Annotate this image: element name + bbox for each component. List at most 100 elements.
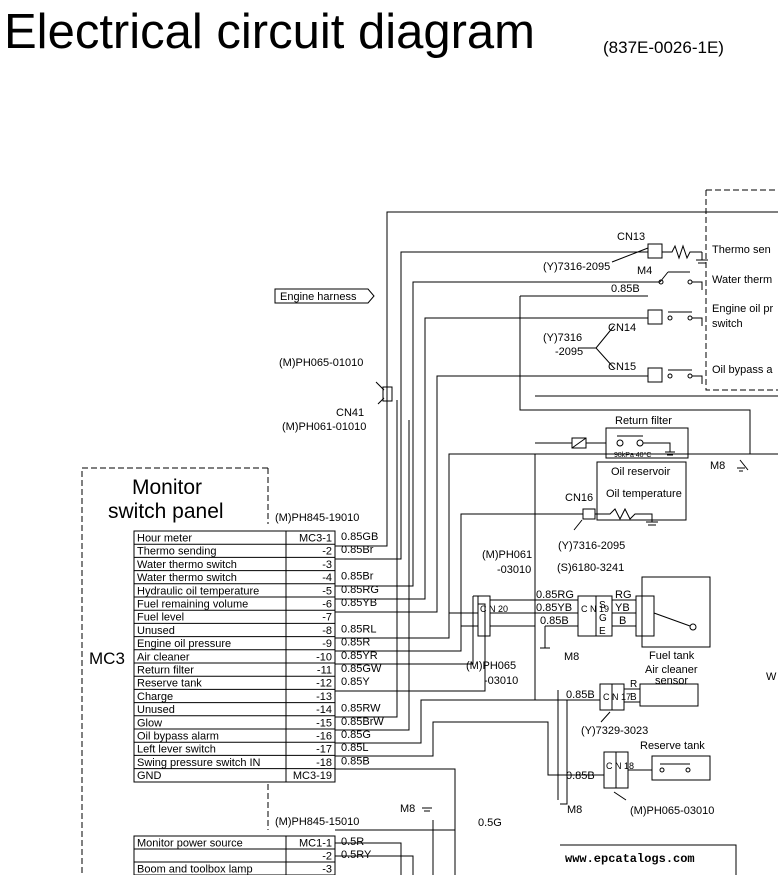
mc1-pin-label: Monitor power source [137,838,243,850]
mc3-pin-label: Water thermo switch [137,559,237,571]
mc3-wire-label: 0.85GW [341,663,382,675]
mc1-pin-number: MC1-1 [299,838,332,850]
mc3-wire-label: 0.85YR [341,650,378,662]
ground-m8-d: M8 [400,803,415,815]
air-cleaner-sensor-label: sensor [655,675,688,687]
cn16-part: (Y)7316-2095 [558,540,625,552]
mc3-pin-number: -16 [316,731,332,743]
cn19-wire-yb: 0.85YB [536,602,572,614]
mc3-pin-number: -8 [322,625,332,637]
mc3-pin-label: Fuel remaining volume [137,599,248,611]
mc3-wire-label: 0.85GB [341,531,378,543]
mc3-pin-label: Fuel level [137,612,184,624]
mc3-pin-number: -3 [322,559,332,571]
cn41-lower-part: (M)PH061-01010 [282,421,366,433]
mc3-wire-label: 0.85BrW [341,716,384,728]
mc1-pin-label: Boom and toolbox lamp [137,864,253,875]
air-cleaner-label: Air cleaner [645,664,698,676]
mc3-pin-label: Hydraulic oil temperature [137,585,259,597]
mc3-wire-label: 0.85YB [341,597,377,609]
cn18-box-label: C N 18 [606,761,634,771]
mc3-pin-number: -6 [322,599,332,611]
m4-label: M4 [637,265,652,277]
document-number: (837E-0026-1E) [603,38,724,57]
mc3-pin-label: Engine oil pressure [137,638,231,650]
oil-bypass-label: Oil bypass a [712,364,773,376]
mc3-pin-label: Swing pressure switch IN [137,757,261,769]
mc1-pin-number: -2 [322,851,332,863]
cn19-part: (S)6180-3241 [557,562,624,574]
mc3-pin-label: Unused [137,625,175,637]
mc3-pin-number: -10 [316,651,332,663]
mc3-wire-label: 0.85Y [341,676,370,688]
cn41-upper-part: (M)PH065-01010 [279,357,363,369]
cn19-pin-yb: YB [615,602,630,614]
mc3-pin-label: Left lever switch [137,744,216,756]
mc3-connector-label: MC3 [89,649,125,668]
cn19-pin-s: S [599,600,606,611]
mc1-wire-label: 0.5R [341,836,364,848]
cn15-label: CN15 [608,361,636,373]
engine-harness-label: Engine harness [280,291,357,303]
return-filter-label: Return filter [615,415,672,427]
cn18-part: (M)PH065-03010 [630,805,714,817]
engine-oil-pressure-switch-label: switch [712,318,743,330]
cn20-lower-part-b: -03010 [484,675,518,687]
mc3-pin-number: -4 [322,572,332,584]
mc3-wire-label: 0.85L [341,742,369,754]
mc3-pin-number: -13 [316,691,332,703]
cn13-part: (Y)7316-2095 [543,261,610,273]
wire-05g: 0.5G [478,817,502,829]
mc3-pin-number: -12 [316,678,332,690]
cn14-15-part: (Y)7316 [543,332,582,344]
mc3-wire-label: 0.85RW [341,703,381,715]
mc3-pin-label: Return filter [137,665,194,677]
mc3-wire-label: 0.85G [341,729,371,741]
ground-m8-a: M8 [710,460,725,472]
ground-m8-b: M8 [564,651,579,663]
cn16-label: CN16 [565,492,593,504]
mc3-part: (M)PH845-19010 [275,512,359,524]
cn17-pin-b: B [630,692,637,703]
mc3-wire-label: 0.85Br [341,544,374,556]
cn14-label: CN14 [608,322,636,334]
oil-reservoir-label: Oil reservoir [611,466,671,478]
cn13-label: CN13 [617,231,645,243]
cn17-pin-r: R [630,679,637,690]
mc3-pin-number: -17 [316,744,332,756]
mc3-pin-label: Hour meter [137,533,192,545]
cn17-part: (Y)7329-3023 [581,725,648,737]
page-title: Electrical circuit diagram [4,5,535,59]
cn20-upper-part-a: (M)PH061 [482,549,532,561]
mc1-pin-number: -3 [322,864,332,875]
panel-title-line2: switch panel [108,500,224,523]
cn19-box-label: C N 19 [581,604,609,614]
mc3-pin-number: -14 [316,704,332,716]
mc3-pin-label: Reserve tank [137,678,202,690]
cn19-wire-b: 0.85B [540,615,569,627]
fuel-tank-label: Fuel tank [649,650,695,662]
mc3-pin-label: Glow [137,717,162,729]
cn17-box-label: C N 17 [603,692,631,702]
mc3-pin-label: Oil bypass alarm [137,731,219,743]
cn14-15-part-b: -2095 [555,346,583,358]
cn41-label: CN41 [336,407,364,419]
cn19-wire-rg: 0.85RG [536,589,574,601]
cn19-pin-b: B [619,615,626,627]
mc3-wire-label: 0.85R [341,637,370,649]
watermark: www.epcatalogs.com [565,852,695,866]
mc3-wire-label: 0.85Br [341,571,374,583]
cn20-upper-part-b: -03010 [497,564,531,576]
mc3-wire-label: 0.85B [341,755,370,767]
cn18-wire-b: 0.85B [566,770,595,782]
reserve-tank-label: Reserve tank [640,740,705,752]
cn20-box-label: C N 20 [480,604,508,614]
mc3-pin-label: Thermo sending [137,546,217,558]
mc3-pin-number: MC3-1 [299,533,332,545]
engine-harness-tag: Engine harness [274,288,375,304]
mc3-pin-number: -15 [316,717,332,729]
panel-title-line1: Monitor [132,476,202,499]
mc3-pin-number: -2 [322,546,332,558]
